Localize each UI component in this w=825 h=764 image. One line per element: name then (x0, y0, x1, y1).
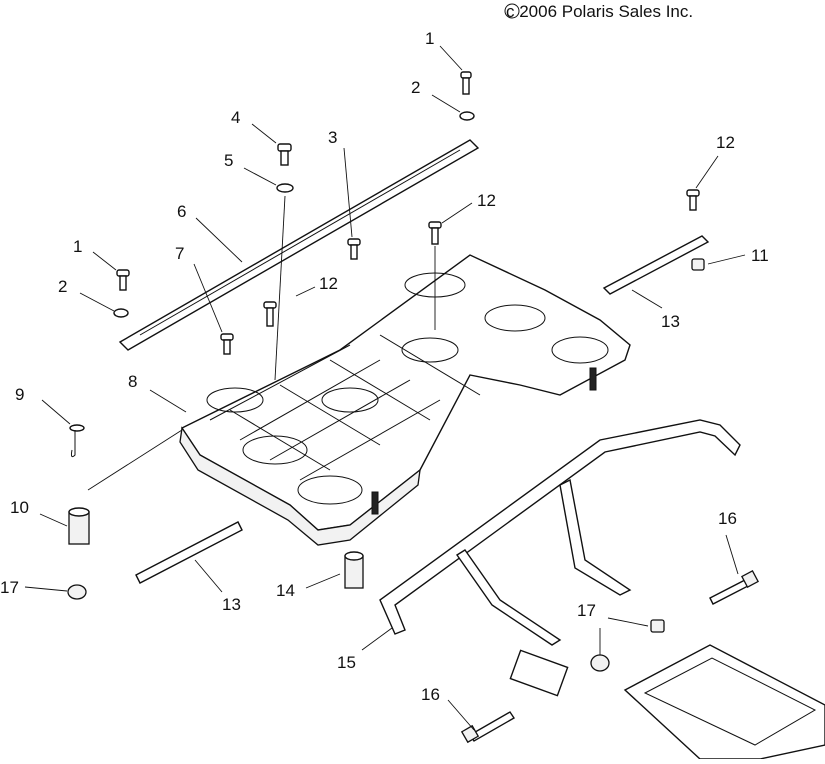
callout-2-left: 2 (58, 277, 67, 296)
callout-1-top: 1 (425, 29, 434, 48)
washer-part-2-top (459, 111, 475, 121)
spacer-part-10 (68, 507, 90, 545)
callout-8: 8 (128, 372, 137, 391)
bolt-part-12-left (263, 301, 277, 327)
callout-10: 10 (10, 498, 29, 517)
callout-17-left: 17 (0, 578, 19, 597)
bolt-part-1-top (460, 71, 472, 95)
nut-part-17-left (67, 584, 87, 600)
callout-9: 9 (15, 385, 24, 404)
callout-1-left: 1 (73, 237, 82, 256)
callout-12-left: 12 (319, 274, 338, 293)
spacer-part-14 (344, 551, 364, 589)
callout-17-right: 17 (577, 601, 596, 620)
callout-6: 6 (177, 202, 186, 221)
bolt-part-16-right (709, 570, 759, 605)
bolt-part-12-center (428, 221, 442, 245)
strip-part-13-left (135, 521, 243, 584)
leader-lines (24, 45, 746, 731)
strip-part-6 (118, 139, 480, 351)
copyright-text: c 2006 Polaris Sales Inc. (506, 2, 693, 21)
callout-4: 4 (231, 108, 240, 127)
callout-7: 7 (175, 244, 184, 263)
frame-part-15 (379, 419, 741, 697)
copyright-circle (504, 3, 520, 19)
bolt-part-1-left (116, 269, 130, 291)
callout-13-left: 13 (222, 595, 241, 614)
strip-part-13-right (602, 235, 710, 295)
callout-16-bottom: 16 (421, 685, 440, 704)
bolt-part-3 (347, 238, 361, 260)
nut-part-17-right (650, 619, 665, 633)
bolt-part-16-bottom (460, 711, 515, 744)
washer-part-5 (276, 183, 294, 193)
tray-part (623, 644, 825, 760)
callout-12-right: 12 (716, 133, 735, 152)
callout-12-center: 12 (477, 191, 496, 210)
callout-5: 5 (224, 151, 233, 170)
callout-13-right: 13 (661, 312, 680, 331)
callout-16-right: 16 (718, 509, 737, 528)
pin-part-9 (69, 424, 85, 458)
callout-14: 14 (276, 581, 295, 600)
bolt-part-12-right (686, 189, 700, 211)
bolt-part-7 (220, 333, 234, 355)
callout-2-top: 2 (411, 78, 420, 97)
nut-part-11 (691, 258, 705, 271)
callout-11: 11 (751, 246, 769, 265)
callout-15: 15 (337, 653, 356, 672)
bolt-part-4 (277, 143, 292, 166)
washer-part-2-left (113, 308, 129, 318)
callout-3: 3 (328, 128, 337, 147)
nut-part-17-lower (590, 654, 610, 672)
